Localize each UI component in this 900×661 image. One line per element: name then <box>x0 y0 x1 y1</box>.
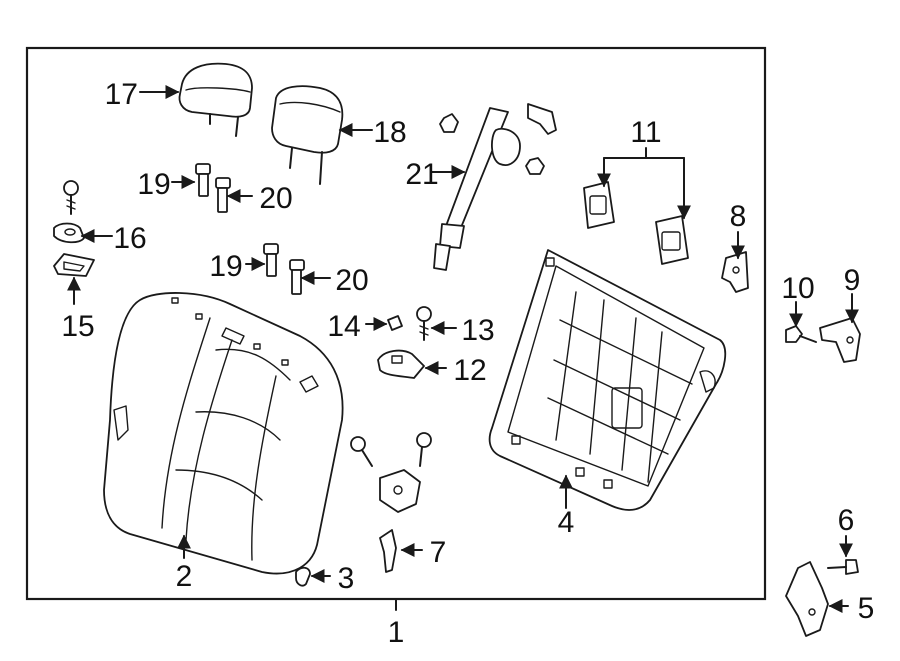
callout-10: 10 <box>781 272 814 305</box>
callout-5: 5 <box>858 592 875 625</box>
cable-7[interactable] <box>379 529 397 573</box>
callout-13: 13 <box>461 314 494 347</box>
callout-17: 17 <box>105 78 138 111</box>
headrest-left[interactable] <box>178 62 253 137</box>
seat-back-frame-4[interactable] <box>488 249 727 511</box>
callout-20-upper: 20 <box>259 182 292 215</box>
screw-13[interactable] <box>416 306 432 341</box>
headrest-guide-lower-19[interactable] <box>263 243 279 277</box>
bolt-6[interactable] <box>827 559 859 575</box>
callout-7: 7 <box>430 536 447 569</box>
callout-2: 2 <box>176 560 193 593</box>
callout-8: 8 <box>730 200 747 233</box>
retainer-16[interactable] <box>53 222 85 244</box>
bracket-5[interactable] <box>785 561 829 637</box>
bracket-8[interactable] <box>721 251 749 293</box>
screw-16[interactable] <box>63 180 79 215</box>
cover-12[interactable] <box>377 349 425 379</box>
release-handle-right-11[interactable] <box>655 215 689 265</box>
clip-3[interactable] <box>295 566 311 587</box>
headrest-right[interactable] <box>271 85 344 185</box>
headrest-guide-upper-19[interactable] <box>195 163 211 197</box>
callout-18: 18 <box>373 116 406 149</box>
screw-7b[interactable] <box>416 432 432 467</box>
callout-15: 15 <box>61 310 94 343</box>
hinge-bracket-9[interactable] <box>819 317 861 363</box>
callout-11: 11 <box>630 116 661 149</box>
seat-belt-21[interactable] <box>433 107 545 271</box>
callout-21: 21 <box>405 158 438 191</box>
leader-lines <box>67 85 859 613</box>
seat-back-cover-2[interactable] <box>103 292 344 575</box>
belt-bracket-21[interactable] <box>527 103 557 135</box>
callout-6: 6 <box>838 504 855 537</box>
callout-20-lower: 20 <box>335 264 368 297</box>
callout-labels: 1 2 3 4 5 6 7 8 9 10 11 12 13 14 15 16 1… <box>61 78 874 649</box>
callout-16: 16 <box>113 222 146 255</box>
callout-4: 4 <box>558 506 575 539</box>
callout-14: 14 <box>327 310 360 343</box>
bolt-10[interactable] <box>785 325 817 343</box>
callout-9: 9 <box>844 264 861 297</box>
callout-19-upper: 19 <box>137 168 170 201</box>
release-handle-left-11[interactable] <box>583 181 615 229</box>
latch-7[interactable] <box>379 469 421 513</box>
headrest-guide-upper-20[interactable] <box>215 177 231 213</box>
pad-15[interactable] <box>53 253 95 277</box>
callout-12: 12 <box>453 354 486 387</box>
callout-1: 1 <box>388 616 405 649</box>
screw-7a[interactable] <box>350 436 373 467</box>
callout-19-lower: 19 <box>209 250 242 283</box>
nut-14[interactable] <box>387 315 403 331</box>
callout-3: 3 <box>338 562 355 595</box>
headrest-guide-lower-20[interactable] <box>289 259 305 295</box>
